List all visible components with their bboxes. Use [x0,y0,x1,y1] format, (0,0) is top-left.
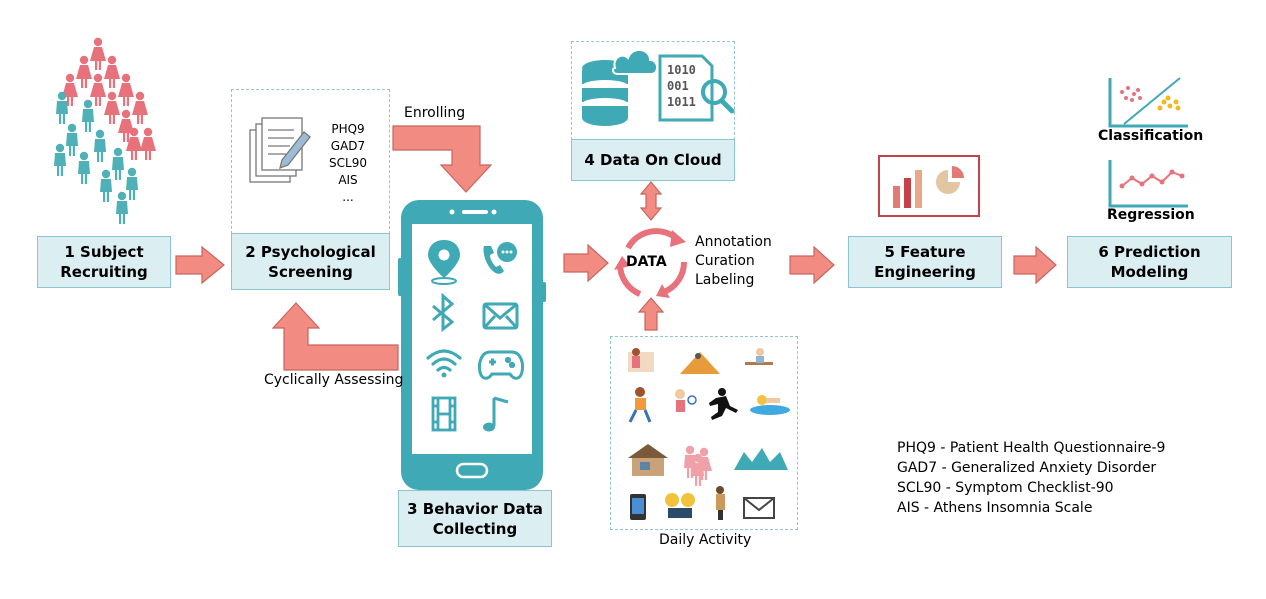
binary-line-2: 001 [667,79,689,93]
daily-activity-icons [628,348,790,520]
legend-gad7: GAD7 - Generalized Anxiety Disorder [897,460,1157,476]
line-chart-icon [1108,160,1188,208]
step-6-line2: Modeling [1110,263,1189,281]
scatter-plot-icon [1108,77,1188,128]
desk-work-icon [628,348,654,372]
data-op-labeling: Labeling [695,272,755,288]
legend-phq9: PHQ9 - Patient Health Questionnaire-9 [897,440,1166,456]
smartphone-icon [398,200,546,490]
data-op-annotation: Annotation [695,234,772,250]
film-icon [431,396,457,432]
violin-player-icon [716,486,725,520]
binary-digits: 1010 001 1011 [667,62,696,110]
step-3-line1: 3 Behavior Data [407,499,543,518]
phone-chat-icon [483,242,517,274]
binary-search-icon [658,54,735,122]
legend-ais: AIS - Athens Insomnia Scale [897,500,1093,516]
step-4-line1: 4 Data On Cloud [584,151,722,169]
tablet-icon [630,494,646,520]
step-6-line1: 6 Prediction [1098,243,1201,261]
daily-activity-panel [610,336,798,530]
film-reel-icon [665,493,695,518]
data-ops-list: Annotation Curation Labeling [695,233,772,290]
step-4-data-on-cloud: 4 Data On Cloud [571,139,735,181]
music-icon [483,396,509,432]
database-cloud-icon [582,49,658,126]
data-op-curation: Curation [695,253,755,269]
enrolling-label: Enrolling [404,105,466,121]
arrow-cyclically-assessing [271,302,399,371]
regression-label: Regression [1107,207,1195,223]
cyclically-assessing-label: Cyclically Assessing [264,372,404,388]
badminton-icon [675,389,697,412]
documents-pen-icon [249,117,311,183]
step-1-line1: 1 Subject [64,243,144,261]
study-desk-icon [745,348,773,365]
step-3-line2: Collecting [432,519,518,538]
step-5-line1: 5 Feature [884,243,966,261]
arrow-5-to-6 [1013,245,1057,285]
swimming-icon [750,395,790,415]
screening-item-gad7: GAD7 [330,139,366,153]
arrow-cloud-data [639,181,663,221]
screening-item-phq9: PHQ9 [331,122,365,136]
classification-label: Classification [1098,128,1204,144]
arrow-1-to-2 [175,245,225,285]
house-icon [628,444,668,476]
arrow-3-to-data [563,243,609,283]
bar-pie-chart-icon [878,155,980,217]
gamepad-icon [478,350,524,380]
bluetooth-icon [432,292,455,333]
step-5-line2: Engineering [874,263,976,281]
mail-icon [482,302,519,330]
step-1-line2: Recruiting [60,263,148,281]
cloud-panel [571,41,735,140]
location-pin-icon [428,240,460,285]
legend-scl90: SCL90 - Symptom Checklist-90 [897,480,1114,496]
running-icon [709,388,738,420]
step-2-line2: Screening [268,262,353,281]
dancing-icon [734,448,788,470]
hiking-icon [680,352,720,374]
screening-list: PHQ9 GAD7 SCL90 AIS ... [318,121,378,206]
envelope-icon [743,497,775,519]
running-kid-icon [628,387,652,423]
wifi-icon [426,349,462,378]
screening-item-ais: AIS [338,173,358,187]
arrow-daily-to-data [637,297,665,331]
screening-item-more: ... [342,190,354,204]
crowd-icon [54,37,156,224]
binary-line-1: 1010 [667,63,696,77]
arrow-enrolling [392,125,493,193]
daily-activity-label: Daily Activity [659,532,752,548]
data-hub-label: DATA [626,254,667,270]
step-2-line1: 2 Psychological [245,242,376,261]
binary-line-3: 1011 [667,95,696,109]
arrow-data-to-5 [789,245,835,285]
screening-item-scl90: SCL90 [329,156,367,170]
